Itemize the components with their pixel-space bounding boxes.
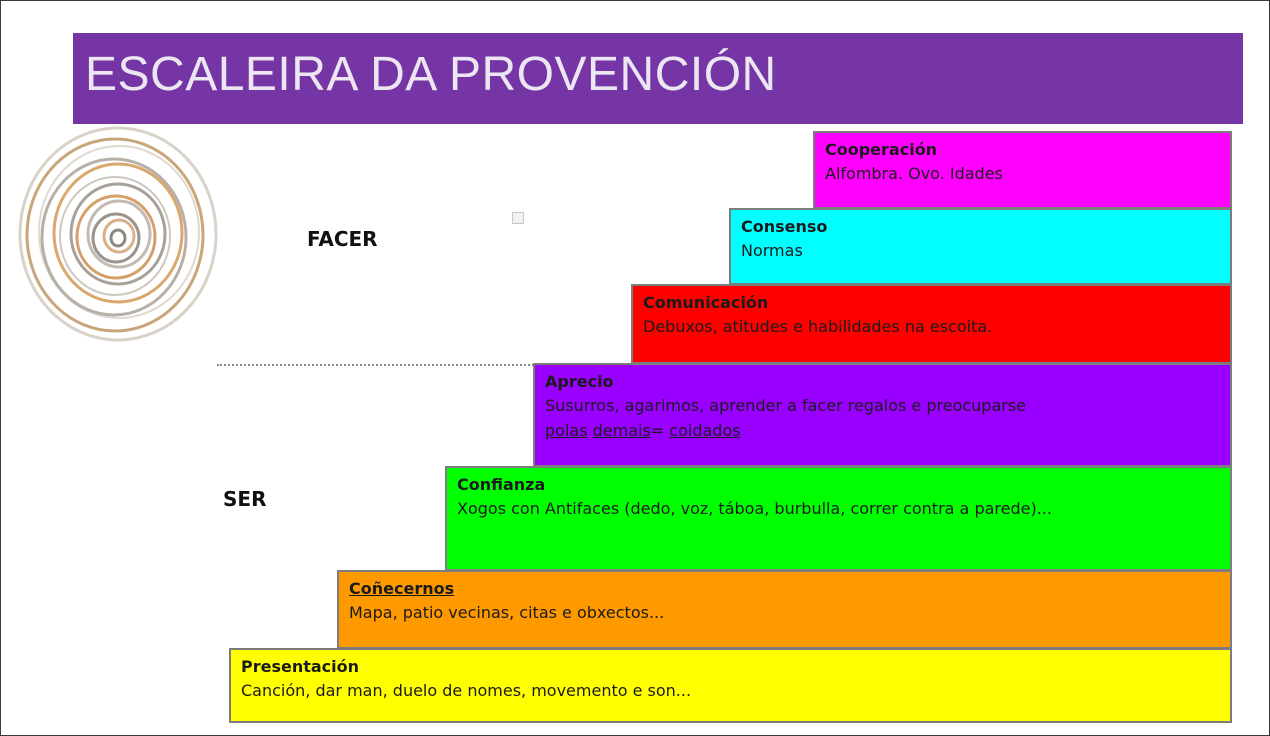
step-desc: Mapa, patio vecinas, citas e obxectos... — [349, 603, 665, 622]
step-desc: Normas — [741, 241, 803, 260]
placeholder-marker — [512, 212, 524, 224]
desc-underlined-word: demais — [592, 421, 651, 440]
step-consenso: Consenso Normas — [729, 208, 1232, 285]
step-presentacion: Presentación Canción, dar man, duelo de … — [229, 648, 1232, 723]
step-name: Aprecio — [545, 372, 614, 391]
slide-title: ESCALEIRA DA PROVENCIÓN — [85, 48, 777, 101]
step-desc: Canción, dar man, duelo de nomes, moveme… — [241, 681, 692, 700]
step-name: Consenso — [741, 217, 828, 236]
step-desc: Xogos con Antifaces (dedo, voz, táboa, b… — [457, 499, 1052, 518]
step-name: Presentación — [241, 657, 360, 676]
step-comunicacion: Comunicación Debuxos, atitudes e habilid… — [631, 284, 1232, 364]
step-name: Confianza — [457, 475, 546, 494]
desc-underlined-word: coidados — [669, 421, 741, 440]
step-aprecio: Aprecio Susurros, agarimos, aprender a f… — [533, 363, 1232, 467]
desc-line: Susurros, agarimos, aprender a facer reg… — [545, 396, 1027, 415]
facer-label: FACER — [307, 227, 378, 251]
step-confianza: Confianza Xogos con Antifaces (dedo, voz… — [445, 466, 1232, 571]
step-name: Comunicación — [643, 293, 769, 312]
desc-separator: = — [650, 421, 670, 440]
step-conecernos: Coñecernos Mapa, patio vecinas, citas e … — [337, 570, 1232, 649]
step-desc: Debuxos, atitudes e habilidades na escoi… — [643, 317, 993, 336]
step-name: Coñecernos — [349, 579, 455, 598]
facer-ser-divider — [217, 364, 537, 366]
ser-label: SER — [223, 487, 267, 511]
title-bar: ESCALEIRA DA PROVENCIÓN — [73, 33, 1243, 124]
step-cooperacion: Cooperación Alfombra. Ovo. Idades — [813, 131, 1232, 209]
spiral-icon — [15, 121, 221, 347]
step-name: Cooperación — [825, 140, 938, 159]
step-desc: Alfombra. Ovo. Idades — [825, 164, 1003, 183]
step-desc: Susurros, agarimos, aprender a facer reg… — [545, 393, 1220, 443]
desc-underlined-word: polas — [545, 421, 588, 440]
